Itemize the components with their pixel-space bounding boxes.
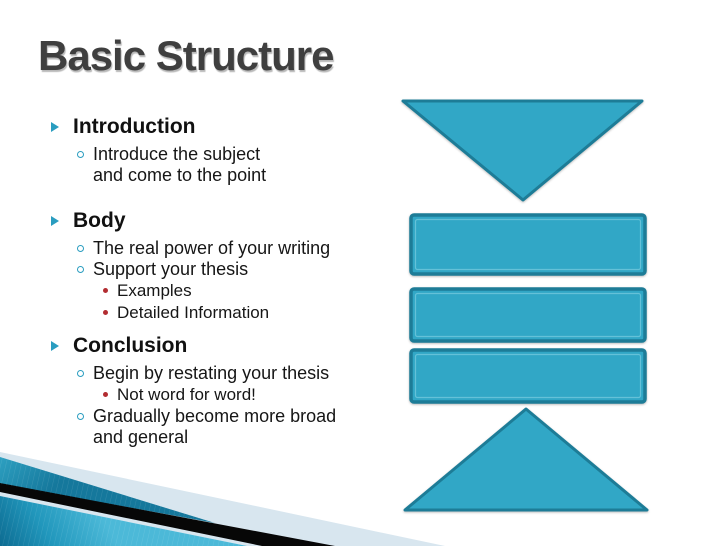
list-item: Not word for word! bbox=[0, 384, 360, 406]
list-item: Detailed Information bbox=[0, 302, 360, 324]
dot-bullet-icon bbox=[103, 392, 108, 397]
section-title: Body bbox=[73, 209, 126, 232]
funnel-bar-3 bbox=[409, 348, 647, 404]
bullet-text: Examples bbox=[117, 281, 192, 300]
funnel-triangle-down bbox=[401, 99, 644, 202]
corner-hatch-texture-upper bbox=[0, 457, 215, 523]
circle-bullet-icon bbox=[77, 413, 84, 420]
slide-title: Basic Structure bbox=[38, 32, 334, 79]
bullet-text: Introduce the subject and come to the po… bbox=[93, 144, 267, 185]
bullet-text: Detailed Information bbox=[117, 303, 270, 322]
circle-bullet-icon bbox=[77, 245, 84, 252]
bullet-text: The real power of your writing bbox=[93, 238, 331, 258]
funnel-triangle-up bbox=[403, 407, 649, 512]
funnel-bar-2 bbox=[409, 287, 647, 343]
funnel-bar-1 bbox=[409, 213, 647, 276]
section-conclusion: Conclusion Begin by restating your thesi… bbox=[0, 331, 360, 448]
funnel-bar-3-highlight bbox=[414, 353, 642, 399]
list-item: Begin by restating your thesis bbox=[0, 363, 360, 384]
section-introduction: Introduction Introduce the subject and c… bbox=[0, 112, 360, 186]
list-item: The real power of your writing bbox=[0, 238, 360, 259]
bullet-text: Begin by restating your thesis bbox=[93, 363, 330, 383]
section-heading: Conclusion bbox=[0, 331, 360, 361]
section-title: Introduction bbox=[73, 115, 196, 138]
funnel-bar-2-highlight bbox=[414, 292, 642, 338]
section-heading: Body bbox=[0, 206, 360, 236]
circle-bullet-icon bbox=[77, 151, 84, 158]
dot-bullet-icon bbox=[103, 310, 108, 315]
arrow-bullet-icon bbox=[51, 216, 59, 226]
section-heading: Introduction bbox=[0, 112, 360, 142]
list-item: Introduce the subject and come to the po… bbox=[0, 144, 360, 186]
corner-hatch-texture bbox=[0, 496, 247, 546]
list-item: Gradually become more broad and general bbox=[0, 406, 360, 448]
bullet-text: Not word for word! bbox=[117, 385, 256, 404]
circle-bullet-icon bbox=[77, 266, 84, 273]
section-body: Body The real power of your writing Supp… bbox=[0, 206, 360, 324]
bullet-text: Support your thesis bbox=[93, 259, 249, 279]
outline: Introduction Introduce the subject and c… bbox=[0, 112, 360, 448]
arrow-bullet-icon bbox=[51, 341, 59, 351]
list-item: Support your thesis bbox=[0, 259, 360, 280]
arrow-bullet-icon bbox=[51, 122, 59, 132]
circle-bullet-icon bbox=[77, 370, 84, 377]
list-item: Examples bbox=[0, 280, 360, 302]
section-title: Conclusion bbox=[73, 334, 188, 357]
funnel-bar-1-highlight bbox=[414, 218, 642, 271]
bullet-text: Gradually become more broad and general bbox=[93, 406, 337, 447]
dot-bullet-icon bbox=[103, 288, 108, 293]
